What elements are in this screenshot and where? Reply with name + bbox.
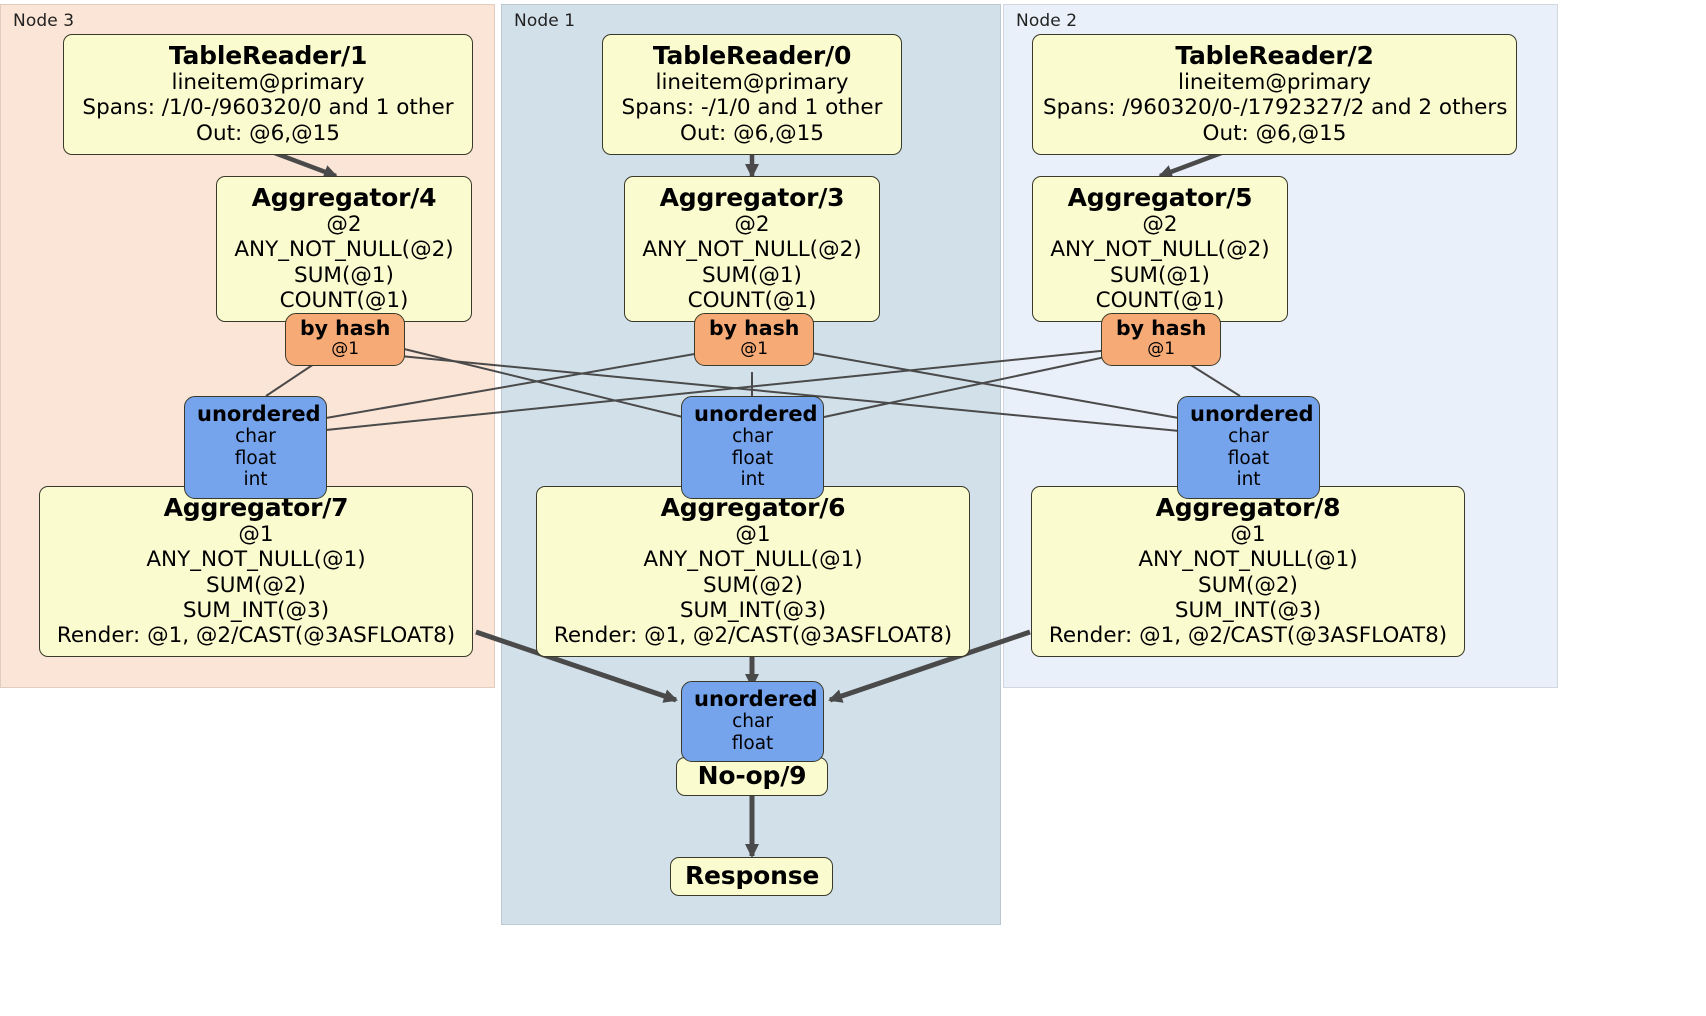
hash-router-column: @1 [740, 339, 769, 360]
processor-render: Render: @1, @2/CAST(@3ASFLOAT8) [56, 622, 456, 648]
processor-agg-1: ANY_NOT_NULL(@2) [234, 237, 454, 263]
processor-groupcols: @1 [238, 522, 274, 548]
unordered-type-1: char [235, 426, 276, 448]
processor-aggregator-7[interactable]: Aggregator/7 @1 ANY_NOT_NULL(@1) SUM(@2)… [39, 486, 473, 657]
unordered-final-collector[interactable]: unordered char float [681, 681, 824, 763]
processor-title: Response [685, 861, 820, 890]
processor-noop-9[interactable]: No-op/9 [676, 757, 828, 797]
processor-out: Out: @6,@15 [680, 120, 824, 146]
unordered-type-1: char [1228, 426, 1269, 448]
unordered-type-3: int [740, 469, 765, 491]
processor-tablereader-2[interactable]: TableReader/2 lineitem@primary Spans: /9… [1032, 34, 1517, 155]
hash-router-title: by hash [1116, 316, 1207, 340]
processor-render: Render: @1, @2/CAST(@3ASFLOAT8) [553, 622, 953, 648]
unordered-type-2: float [234, 447, 277, 469]
processor-title: No-op/9 [697, 761, 807, 790]
processor-render: Render: @1, @2/CAST(@3ASFLOAT8) [1048, 622, 1448, 648]
processor-agg-2: SUM(@2) [206, 572, 306, 598]
unordered-title: unordered [1190, 402, 1314, 426]
unordered-type-3: int [243, 469, 268, 491]
unordered-type-1: char [732, 711, 773, 733]
processor-aggregator-8[interactable]: Aggregator/8 @1 ANY_NOT_NULL(@1) SUM(@2)… [1031, 486, 1465, 657]
processor-aggregator-6[interactable]: Aggregator/6 @1 ANY_NOT_NULL(@1) SUM(@2)… [536, 486, 970, 657]
processor-groupcols: @1 [1230, 522, 1266, 548]
processor-spans: Spans: /1/0-/960320/0 and 1 other [82, 95, 454, 121]
node-panel-label-node1: Node 1 [514, 11, 576, 31]
hash-router-column: @1 [1147, 339, 1176, 360]
unordered-type-2: float [731, 447, 774, 469]
processor-table: lineitem@primary [171, 70, 365, 96]
processor-agg-1: ANY_NOT_NULL(@1) [146, 547, 366, 573]
processor-agg-2: SUM(@2) [1198, 572, 1298, 598]
unordered-input-node3[interactable]: unordered char float int [184, 396, 327, 499]
processor-aggregator-5[interactable]: Aggregator/5 @2 ANY_NOT_NULL(@2) SUM(@1)… [1032, 176, 1288, 322]
processor-title: Aggregator/3 [659, 183, 845, 212]
processor-aggregator-3[interactable]: Aggregator/3 @2 ANY_NOT_NULL(@2) SUM(@1)… [624, 176, 880, 322]
processor-agg-3: COUNT(@1) [1095, 287, 1225, 313]
processor-spans: Spans: -/1/0 and 1 other [621, 95, 883, 121]
processor-agg-1: ANY_NOT_NULL(@2) [1050, 237, 1270, 263]
processor-agg-3: SUM_INT(@3) [182, 597, 330, 623]
unordered-type-2: float [731, 732, 774, 754]
processor-response[interactable]: Response [670, 857, 833, 897]
hash-router-node2[interactable]: by hash @1 [1101, 313, 1222, 366]
processor-tablereader-0[interactable]: TableReader/0 lineitem@primary Spans: -/… [602, 34, 902, 155]
processor-agg-1: ANY_NOT_NULL(@2) [642, 237, 862, 263]
processor-groupcols: @1 [735, 522, 771, 548]
unordered-type-3: int [1236, 469, 1261, 491]
unordered-input-node1[interactable]: unordered char float int [681, 396, 824, 499]
processor-groupcols: @2 [734, 212, 770, 238]
processor-out: Out: @6,@15 [196, 120, 340, 146]
unordered-type-2: float [1227, 447, 1270, 469]
processor-title: TableReader/1 [168, 41, 368, 70]
hash-router-node3[interactable]: by hash @1 [285, 313, 406, 366]
processor-agg-2: SUM(@2) [703, 572, 803, 598]
processor-groupcols: @2 [326, 212, 362, 238]
hash-router-title: by hash [300, 316, 391, 340]
processor-agg-3: SUM_INT(@3) [679, 597, 827, 623]
processor-title: TableReader/2 [1175, 41, 1374, 70]
processor-title: TableReader/0 [652, 41, 852, 70]
processor-title: Aggregator/5 [1067, 183, 1253, 212]
processor-agg-2: SUM(@1) [1110, 262, 1210, 288]
processor-agg-2: SUM(@1) [294, 262, 394, 288]
processor-table: lineitem@primary [1177, 70, 1372, 96]
unordered-title: unordered [694, 687, 818, 711]
processor-aggregator-4[interactable]: Aggregator/4 @2 ANY_NOT_NULL(@2) SUM(@1)… [216, 176, 472, 322]
processor-agg-2: SUM(@1) [702, 262, 802, 288]
unordered-type-1: char [732, 426, 773, 448]
processor-agg-1: ANY_NOT_NULL(@1) [643, 547, 863, 573]
processor-title: Aggregator/4 [251, 183, 437, 212]
unordered-title: unordered [197, 402, 321, 426]
processor-spans: Spans: /960320/0-/1792327/2 and 2 others [1043, 95, 1508, 121]
processor-out: Out: @6,@15 [1202, 120, 1347, 146]
unordered-title: unordered [694, 402, 818, 426]
processor-tablereader-1[interactable]: TableReader/1 lineitem@primary Spans: /1… [63, 34, 473, 155]
node-panel-label-node2: Node 2 [1016, 11, 1078, 31]
processor-agg-3: COUNT(@1) [279, 287, 409, 313]
processor-agg-3: COUNT(@1) [687, 287, 817, 313]
hash-router-node1[interactable]: by hash @1 [694, 313, 815, 366]
hash-router-column: @1 [331, 339, 360, 360]
unordered-input-node2[interactable]: unordered char float int [1177, 396, 1320, 499]
node-panel-label-node3: Node 3 [13, 11, 75, 31]
hash-router-title: by hash [709, 316, 800, 340]
processor-table: lineitem@primary [655, 70, 849, 96]
processor-agg-3: SUM_INT(@3) [1174, 597, 1322, 623]
processor-groupcols: @2 [1142, 212, 1178, 238]
processor-agg-1: ANY_NOT_NULL(@1) [1138, 547, 1358, 573]
